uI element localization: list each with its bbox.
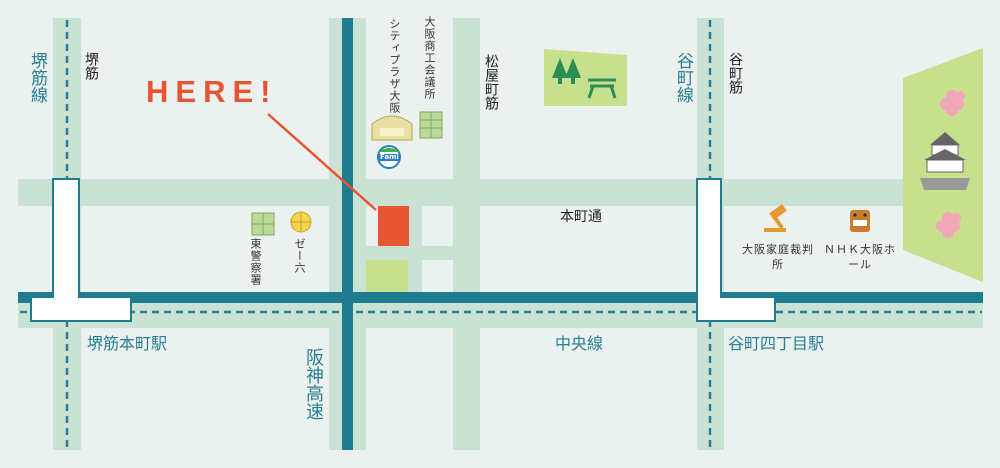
road-honmachi-dori <box>18 179 983 206</box>
sakura-icon <box>940 90 965 116</box>
zeroku-icon <box>290 211 312 233</box>
police-building-icon <box>251 212 275 236</box>
zeroku-label: ゼー六 <box>293 238 306 274</box>
chuo-line-label: 中央線 <box>555 334 604 353</box>
city-plaza-label: シティプラザ大阪 <box>388 18 401 114</box>
expressway-vertical <box>342 18 353 450</box>
sakaisuji-honmachi-station-label: 堺筋本町駅 <box>87 334 168 353</box>
here-pointer-line <box>267 113 377 211</box>
domo-icon <box>850 210 870 232</box>
expressway-horizontal <box>18 292 983 303</box>
familymart-logo-text: Fami <box>380 153 399 161</box>
chamber-of-commerce-label: 大阪商工会議所 <box>423 16 436 100</box>
gavel-icon <box>764 204 787 232</box>
police-label: 東警察署 <box>249 238 262 286</box>
castle-icon <box>920 132 970 190</box>
nhk-osaka-hall-label: ＮＨＫ大阪ホール <box>824 243 896 271</box>
road-matsuyamachisuji <box>453 18 480 450</box>
familymart-icon <box>377 145 401 169</box>
park-block <box>544 49 627 106</box>
tanimachi-yonchome-station-label: 谷町四丁目駅 <box>728 334 825 353</box>
honmachi-dori-label: 本町通 <box>560 209 602 225</box>
tanimachisuji-road-label: 谷町筋 <box>727 52 743 94</box>
road-block-horizontal <box>366 246 453 260</box>
sakaisuji-road-label: 堺筋 <box>83 52 99 80</box>
trees-icon <box>552 58 581 84</box>
sakura-icon-2 <box>936 212 961 238</box>
station-sakaisuji-honmachi-shape <box>30 178 132 322</box>
bench-icon <box>587 78 617 99</box>
matsuyamachisuji-road-label: 松屋町筋 <box>483 54 499 110</box>
station-tanimachi-shape <box>696 178 776 322</box>
hanshin-expressway-label: 阪神高速 <box>303 348 324 420</box>
here-label: HERE! <box>146 74 278 109</box>
tanimachi-line-label: 谷町線 <box>673 52 693 103</box>
city-plaza-icon <box>371 115 413 141</box>
family-court-label: 大阪家庭裁判所 <box>742 243 814 271</box>
sakaisuji-line-label: 堺筋線 <box>27 52 47 103</box>
chamber-building-icon <box>419 111 443 139</box>
here-marker <box>378 206 409 246</box>
green-lot <box>366 260 408 292</box>
